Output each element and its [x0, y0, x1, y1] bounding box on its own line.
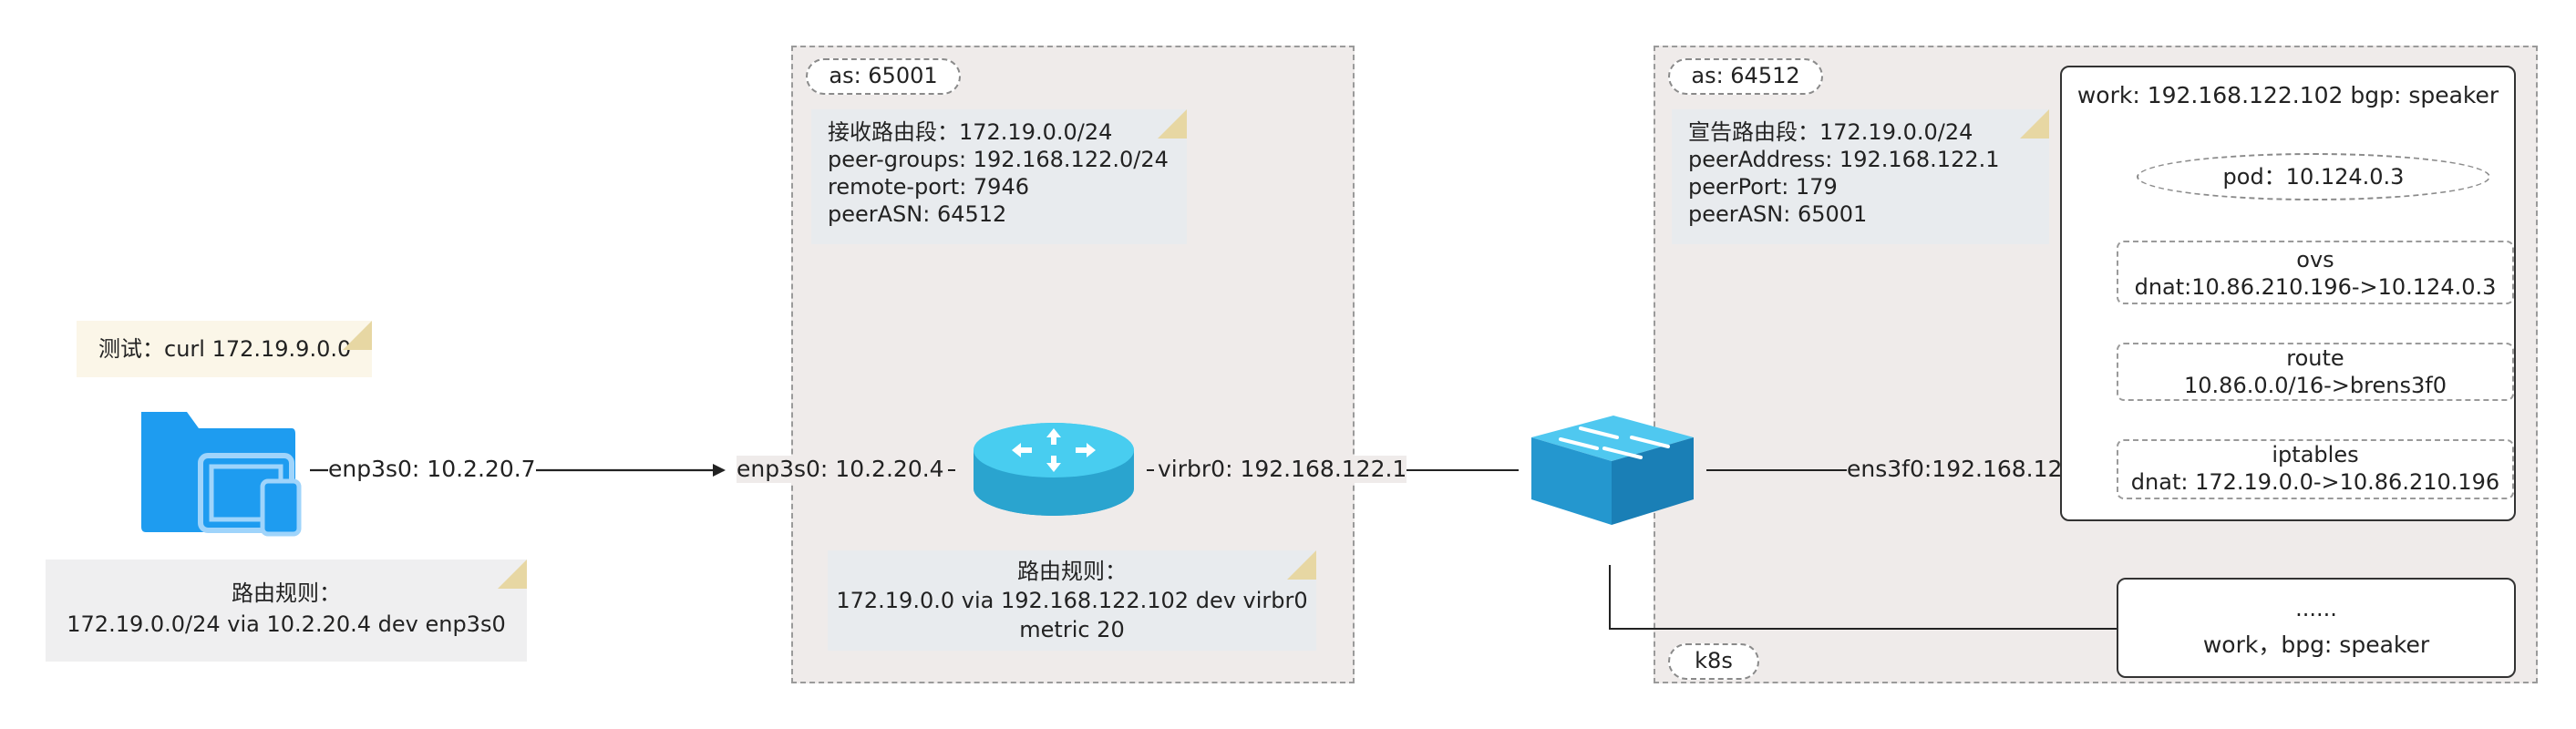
router-note-line-2: peer-groups: 192.168.122.0/24: [828, 147, 1169, 172]
router-note-line-3: remote-port: 7946: [828, 174, 1029, 200]
router-as-pill: as: 65001: [806, 58, 961, 95]
k8s-note-line-4: peerASN: 65001: [1688, 201, 1868, 227]
pod-ellipse: pod：10.124.0.3: [2137, 153, 2490, 200]
route-title: route: [2286, 345, 2344, 371]
router-route-rules-title: 路由规则：: [1017, 559, 1127, 584]
router-note-line-4: peerASN: 64512: [828, 201, 1007, 227]
router-route-rules-note: 路由规则： 172.19.0.0 via 192.168.122.102 dev…: [828, 550, 1316, 651]
k8s-note-line-3: peerPort: 179: [1688, 174, 1838, 200]
client-route-rules-body: 172.19.0.0/24 via 10.2.20.4 dev enp3s0: [67, 611, 506, 637]
k8s-bgp-note-fold: [2020, 109, 2049, 139]
router-iface-left-label: enp3s0: 10.2.20.4: [737, 456, 944, 483]
test-note: 测试：curl 172.19.9.0.0: [77, 321, 372, 377]
k8s-note-line-1: 宣告路由段：172.19.0.0/24: [1688, 119, 1973, 145]
other-worker-panel: ...... work，bpg: speaker: [2117, 578, 2516, 678]
worker-title: work: 192.168.122.102 bgp: speaker: [2076, 82, 2499, 108]
client-route-rules-title: 路由规则：: [232, 580, 341, 606]
client-iface-label: enp3s0: 10.2.20.7: [328, 456, 536, 483]
k8s-bgp-note: 宣告路由段：172.19.0.0/24 peerAddress: 192.168…: [1672, 109, 2049, 244]
pod-label: pod：10.124.0.3: [2222, 164, 2405, 190]
router-note-line-1: 接收路由段：172.19.0.0/24: [828, 119, 1113, 145]
ovs-box: ovs dnat:10.86.210.196->10.124.0.3: [2117, 241, 2514, 304]
k8s-label: k8s: [1695, 648, 1733, 673]
iptables-rule: dnat: 172.19.0.0->10.86.210.196: [2130, 469, 2500, 495]
k8s-as-pill: as: 64512: [1668, 58, 1823, 95]
k8s-label-pill: k8s: [1668, 643, 1759, 680]
router-route-rules-line1: 172.19.0.0 via 192.168.122.102 dev virbr…: [836, 588, 1308, 613]
client-route-rules-note: 路由规则： 172.19.0.0/24 via 10.2.20.4 dev en…: [46, 560, 527, 662]
route-box: route 10.86.0.0/16->brens3f0: [2117, 343, 2514, 401]
router-bgp-note-fold: [1158, 109, 1187, 139]
iptables-title: iptables: [2272, 442, 2359, 467]
iptables-box: iptables dnat: 172.19.0.0->10.86.210.196: [2117, 439, 2514, 499]
k8s-as-label: as: 64512: [1691, 63, 1800, 88]
router-route-rules-fold: [1287, 550, 1316, 580]
router-as-label: as: 65001: [829, 63, 938, 88]
ovs-title: ovs: [2296, 247, 2334, 272]
router-route-rules-line2: metric 20: [1019, 617, 1125, 642]
other-worker-label: work，bpg: speaker: [2202, 631, 2430, 658]
ovs-rule: dnat:10.86.210.196->10.124.0.3: [2134, 274, 2497, 300]
switch-to-other-worker-line: [1609, 565, 2117, 630]
route-rule: 10.86.0.0/16->brens3f0: [2184, 373, 2447, 398]
router-iface-right-label: virbr0: 192.168.122.1: [1158, 456, 1407, 483]
other-worker-dots: ......: [2295, 596, 2337, 621]
client-route-rules-fold: [498, 560, 527, 589]
k8s-note-line-2: peerAddress: 192.168.122.1: [1688, 147, 2000, 172]
router-bgp-note: 接收路由段：172.19.0.0/24 peer-groups: 192.168…: [811, 109, 1187, 244]
test-note-fold: [343, 321, 372, 350]
test-note-text: 测试：curl 172.19.9.0.0: [98, 336, 352, 362]
